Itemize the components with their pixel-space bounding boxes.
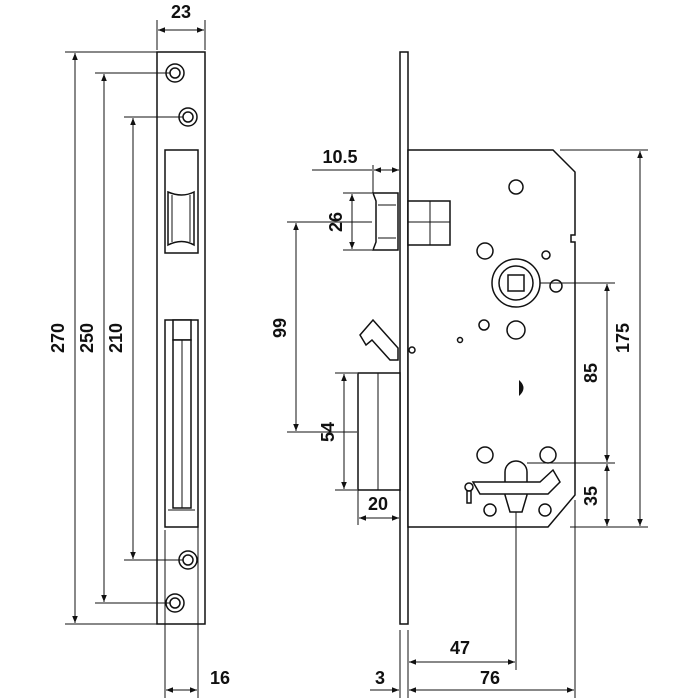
dim-case-depth: 76 xyxy=(409,500,576,698)
handle-follower xyxy=(491,258,541,308)
d-mark xyxy=(519,380,524,396)
dim-label-latch-projection: 10.5 xyxy=(322,147,357,167)
case-hole xyxy=(508,179,524,195)
faceplate-side xyxy=(399,51,409,625)
dim-faceplate-width: 23 xyxy=(156,2,206,50)
latch-lever xyxy=(359,318,399,361)
dim-backset: 47 xyxy=(409,512,517,670)
dim-label-deadbolt-projection: 20 xyxy=(368,494,388,514)
dim-faceplate-offset: 16 xyxy=(164,527,230,698)
dim-label-case-height: 175 xyxy=(613,323,633,353)
dim-label-cylinder-to-bottom: 35 xyxy=(581,486,601,506)
keyhole-mark xyxy=(464,482,474,504)
dim-overall-height: 270 xyxy=(48,51,157,625)
case-hole xyxy=(506,320,526,340)
cylinder-cutout xyxy=(464,446,561,517)
case-hole xyxy=(476,242,494,260)
dim-label-backset: 47 xyxy=(450,638,470,658)
screw-hole-bottom-outer xyxy=(165,593,185,613)
dim-latch-to-deadbolt: 99 xyxy=(270,221,372,433)
screw-hole-top-inner xyxy=(178,107,198,127)
dim-label-faceplate-thickness: 3 xyxy=(375,668,385,688)
dim-inner-screw-spacing: 210 xyxy=(106,116,183,561)
dim-deadbolt-height: 54 xyxy=(318,372,357,491)
faceplate-front-view xyxy=(156,51,206,625)
case-hole xyxy=(456,336,464,344)
dim-label-case-depth: 76 xyxy=(480,668,500,688)
deadbolt xyxy=(357,372,401,491)
dim-latch-projection: 10.5 xyxy=(312,147,399,193)
dim-label-faceplate-offset: 16 xyxy=(210,668,230,688)
case-hole xyxy=(549,279,563,293)
dim-label-latch-to-deadbolt: 99 xyxy=(270,318,290,338)
dim-outer-screw-spacing: 250 xyxy=(77,72,170,604)
dim-label-faceplate-width: 23 xyxy=(171,2,191,22)
dim-label-outer-screw-spacing: 250 xyxy=(77,323,97,353)
dim-label-deadbolt-height: 54 xyxy=(318,422,338,442)
latch-bolt xyxy=(371,192,451,251)
dim-faceplate-thickness: 3 xyxy=(370,630,409,698)
lock-side-view xyxy=(357,51,576,625)
deadbolt-window xyxy=(164,319,199,528)
dim-handle-to-cylinder: 85 xyxy=(527,282,615,464)
dim-label-handle-to-cylinder: 85 xyxy=(581,363,601,383)
dim-deadbolt-projection: 20 xyxy=(357,490,399,525)
dim-cylinder-to-bottom: 35 xyxy=(581,464,610,526)
latch-window xyxy=(164,149,199,254)
dim-label-inner-screw-spacing: 210 xyxy=(106,323,126,353)
dim-label-overall-height: 270 xyxy=(48,323,68,353)
case-hole xyxy=(541,250,551,260)
dim-case-height: 175 xyxy=(560,149,648,528)
case-hole xyxy=(478,319,490,331)
case-hole xyxy=(408,346,416,354)
